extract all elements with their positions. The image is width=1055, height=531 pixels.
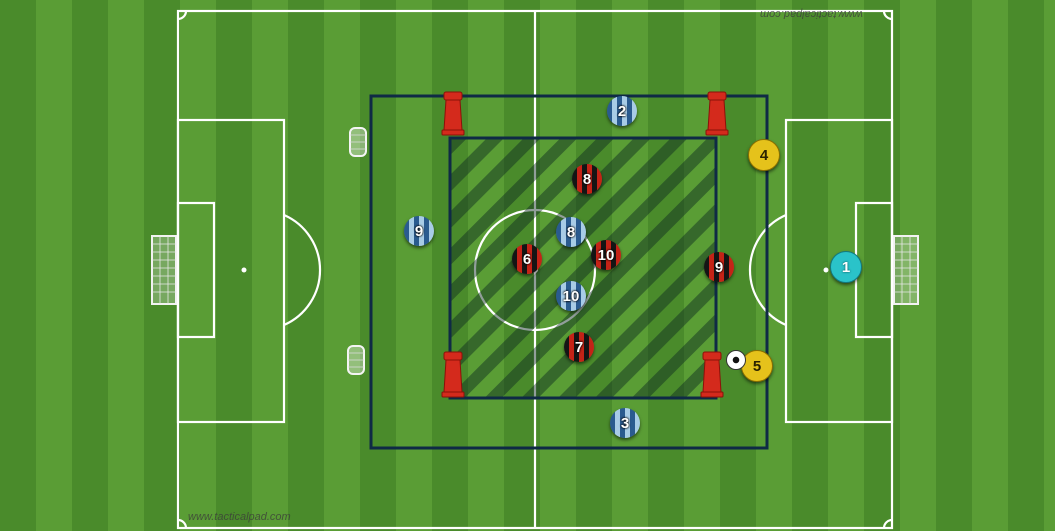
goalkeeper[interactable]: 1: [830, 251, 862, 283]
cone-icon[interactable]: [701, 352, 723, 397]
blue-player[interactable]: 3: [610, 408, 640, 438]
red-player[interactable]: 7: [564, 332, 594, 362]
blue-player[interactable]: 2: [607, 96, 637, 126]
mini-goal-icon[interactable]: [350, 128, 366, 156]
cone-icon[interactable]: [442, 92, 464, 135]
watermark-bottom: www.tacticalpad.com: [188, 511, 291, 523]
blue-player[interactable]: 8: [556, 217, 586, 247]
red-player[interactable]: 8: [572, 164, 602, 194]
red-player[interactable]: 9: [704, 252, 734, 282]
blue-player[interactable]: 10: [556, 281, 586, 311]
cone-icon[interactable]: [706, 92, 728, 135]
red-player[interactable]: 6: [512, 244, 542, 274]
yellow-player[interactable]: 4: [748, 139, 780, 171]
cone-icon[interactable]: [442, 352, 464, 397]
red-player[interactable]: 10: [591, 240, 621, 270]
mini-goal-icon[interactable]: [348, 346, 364, 374]
goal-net-icon: [894, 236, 918, 304]
blue-player[interactable]: 9: [404, 216, 434, 246]
right-penalty-spot: [824, 268, 829, 273]
yellow-player[interactable]: 5: [741, 350, 773, 382]
goal-net-icon: [152, 236, 176, 304]
watermark-top: www.tacticalpad.com: [760, 8, 863, 20]
ball-icon[interactable]: [726, 350, 746, 370]
left-penalty-spot: [242, 268, 247, 273]
